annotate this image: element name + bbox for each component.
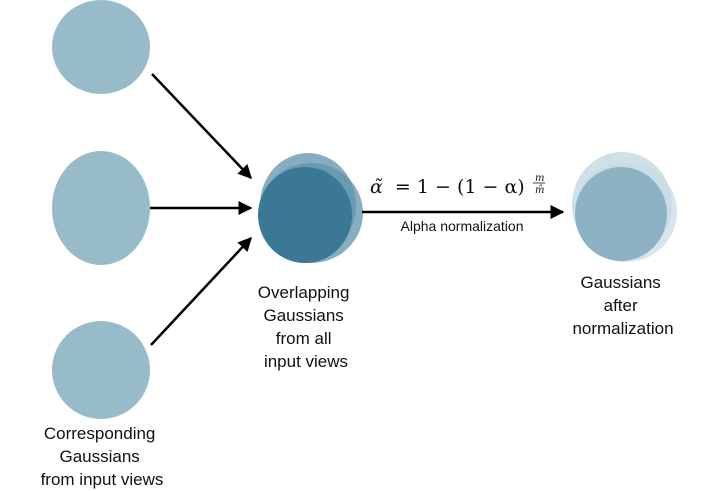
overlap-gaussian-front	[258, 167, 352, 263]
overlap-label-line-1: Overlapping	[258, 283, 350, 302]
overlap-label-line-4: input views	[264, 352, 348, 371]
normalized-gaussian-front	[575, 167, 667, 261]
overlap-label-line-3: from all	[276, 329, 332, 348]
formula-exponent-numerator: m	[535, 173, 544, 184]
overlap-label: Overlapping Gaussians from all input vie…	[258, 283, 354, 371]
normalized-label-line-2: after	[604, 296, 638, 315]
input-label-line-1: Corresponding	[44, 424, 156, 443]
input-gaussian-2	[52, 151, 150, 265]
formula-lhs: α̃	[370, 176, 383, 198]
formula-exponent-denominator: m̂	[535, 185, 544, 196]
arrow-input3-to-overlap	[150, 236, 252, 346]
input-gaussian-1	[52, 0, 150, 94]
input-label: Corresponding Gaussians from input views	[41, 424, 164, 489]
formula: α̃ = 1 − (1 − α)	[370, 176, 525, 198]
normalized-label-line-1: Gaussians	[580, 273, 660, 292]
input-label-line-2: Gaussians	[59, 447, 139, 466]
normalized-label: Gaussians after normalization	[572, 273, 673, 338]
arrow-caption: Alpha normalization	[401, 218, 524, 234]
arrow-input1-to-overlap	[151, 73, 252, 180]
overlap-label-line-2: Gaussians	[263, 306, 343, 325]
normalized-label-line-3: normalization	[572, 319, 673, 338]
formula-rhs: = 1 − (1 − α)	[395, 176, 525, 198]
input-gaussian-3	[52, 321, 150, 419]
input-label-line-3: from input views	[41, 470, 164, 489]
